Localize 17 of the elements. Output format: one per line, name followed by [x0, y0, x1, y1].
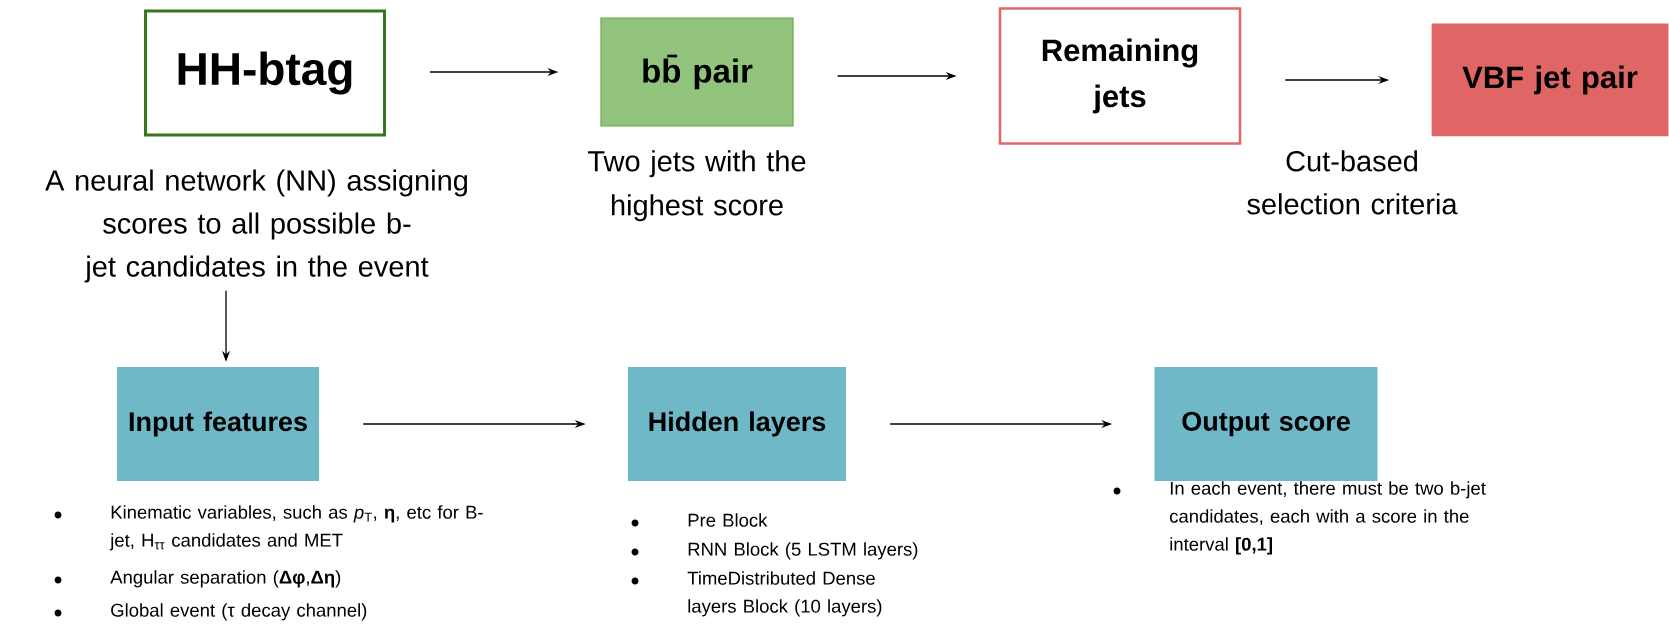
- bullet-item: RNN Block (5 LSTM layers): [631, 542, 918, 560]
- process-box: Input features: [117, 367, 319, 481]
- description-text: A neural network (NN) assigning scores to all possible b-jet candidates in the event: [45, 169, 467, 283]
- bullet-item: Global event (τ decay channel): [54, 603, 367, 621]
- process-box: HH-btag: [144, 9, 386, 137]
- process-box: bb̄ pair: [600, 17, 794, 127]
- bullet-item: In each event, there must be two b-jet candidates, each with a score in the interval [0,1]: [1113, 481, 1486, 555]
- process-box: VBF jet pair: [1431, 23, 1669, 137]
- process-box: Hidden layers: [628, 367, 846, 481]
- process-box: Output score: [1154, 367, 1378, 481]
- bullet-item: Angular separation (Δφ,Δη): [54, 570, 341, 588]
- bullet-item: TimeDistributed Dense layers Block (10 layers): [631, 571, 882, 617]
- caption-text: Two jets with the highest score: [588, 150, 806, 222]
- process-box: Remaining jets: [998, 7, 1242, 145]
- caption-text: Cut-based selection criteria: [1247, 150, 1458, 215]
- bullet-item: Kinematic variables, such as p$_{T}$, η, etc for B-jet, H$_{ττ}$ candidates and MET: [54, 505, 483, 551]
- bullet-item: Pre Block: [631, 513, 768, 527]
